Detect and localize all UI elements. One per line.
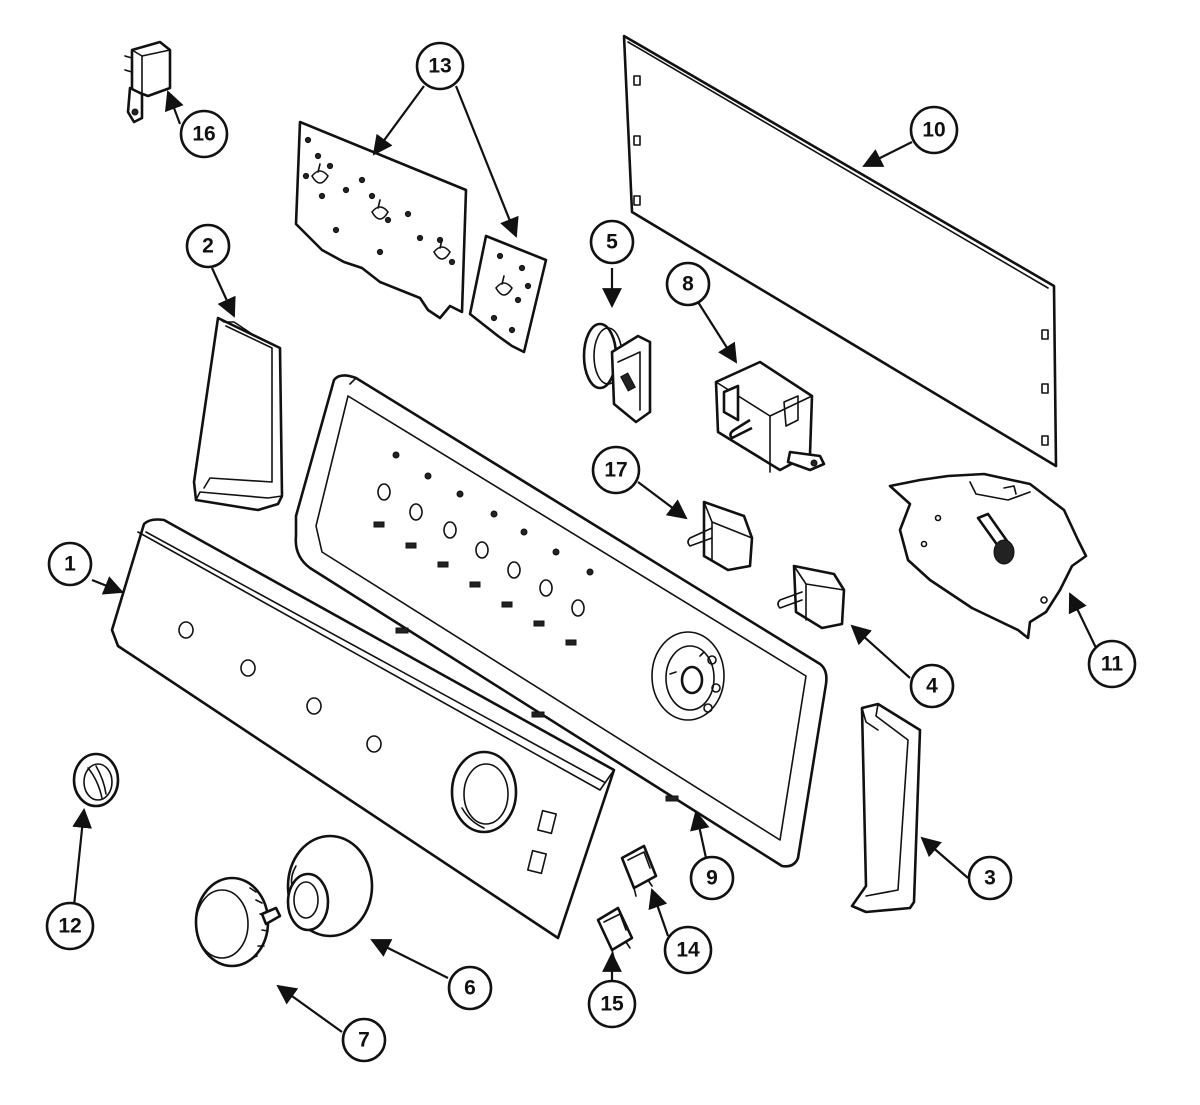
callout-1: 1	[47, 541, 93, 587]
callout-label-4: 4	[926, 675, 938, 698]
callout-6: 6	[447, 965, 493, 1011]
callout-label-1: 1	[64, 553, 76, 576]
callout-label-6: 6	[464, 977, 476, 1000]
part-14-rocker-switch	[620, 844, 658, 897]
callout-label-10: 10	[922, 119, 945, 142]
callout-15: 15	[587, 979, 637, 1029]
callout-label-5: 5	[606, 231, 618, 254]
part-11-timer	[888, 472, 1088, 640]
callout-label-13: 13	[428, 55, 451, 78]
callout-14: 14	[663, 925, 713, 975]
callout-label-3: 3	[984, 867, 996, 890]
callout-13: 13	[415, 41, 465, 91]
callout-5: 5	[589, 219, 635, 265]
callout-label-11: 11	[1101, 653, 1124, 676]
part-17-switch	[687, 500, 754, 572]
callout-11: 11	[1087, 639, 1137, 689]
part-1-front-console	[110, 518, 679, 940]
part-2-left-end-cap	[192, 316, 284, 512]
callout-17: 17	[591, 445, 641, 495]
callout-3: 3	[967, 855, 1013, 901]
callout-label-7: 7	[358, 1029, 370, 1052]
leader-lines	[72, 85, 1099, 1033]
callout-label-16: 16	[192, 123, 215, 146]
part-3-right-end-cap	[850, 702, 922, 914]
callout-8: 8	[665, 261, 711, 307]
part-15-rocker-switch	[596, 906, 634, 959]
callout-label-17: 17	[604, 459, 627, 482]
part-9-control-panel	[294, 374, 828, 868]
part-8-switch	[714, 360, 826, 473]
part-7-large-knob	[194, 876, 282, 968]
callout-7: 7	[341, 1017, 387, 1063]
callout-12: 12	[45, 901, 95, 951]
part-6-knob-skirt	[286, 834, 374, 938]
callout-label-14: 14	[676, 939, 700, 962]
callout-label-9: 9	[706, 867, 718, 890]
callout-9: 9	[689, 855, 735, 901]
callout-label-8: 8	[682, 273, 694, 296]
callout-2: 2	[185, 223, 231, 269]
part-13-circuit-boards	[294, 120, 548, 354]
callout-label-2: 2	[202, 235, 214, 258]
callout-10: 10	[909, 105, 959, 155]
callout-4: 4	[909, 663, 955, 709]
callout-label-12: 12	[58, 915, 81, 938]
callout-16: 16	[179, 109, 229, 159]
part-4-switch	[777, 564, 846, 630]
part-16-connector	[124, 40, 172, 124]
part-10-rear-panel	[622, 34, 1058, 468]
part-5-bracket	[582, 322, 652, 424]
part-12-knob	[72, 752, 120, 808]
callout-label-15: 15	[600, 993, 624, 1016]
